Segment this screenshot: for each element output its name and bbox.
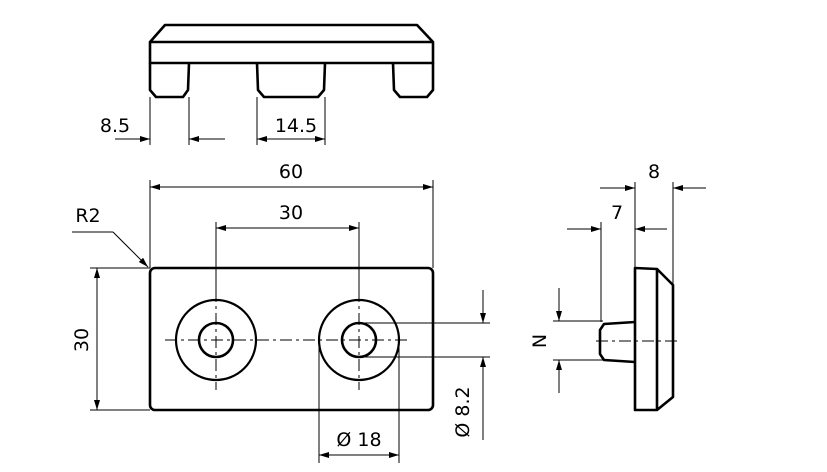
dim-height: 30 (71, 328, 93, 352)
dim-hole-diameter: Ø 8.2 (452, 386, 474, 437)
dim-hole-spacing: 30 (279, 202, 303, 224)
dim-length: 60 (279, 161, 303, 183)
dim-leg-width: 8.5 (100, 115, 130, 137)
dim-pin-size: N (529, 334, 551, 348)
side-view: 8 7 N (529, 161, 706, 412)
dim-pin-depth: 7 (611, 202, 623, 224)
dim-counterbore: Ø 18 (336, 429, 381, 451)
dim-total-depth: 8 (648, 161, 660, 183)
dim-leg-middle: 14.5 (275, 115, 317, 137)
top-view: 8.5 14.5 (100, 23, 435, 145)
front-view: 60 30 R2 30 Ø 8.2 Ø 18 (71, 161, 490, 463)
dim-radius: R2 (75, 205, 100, 227)
